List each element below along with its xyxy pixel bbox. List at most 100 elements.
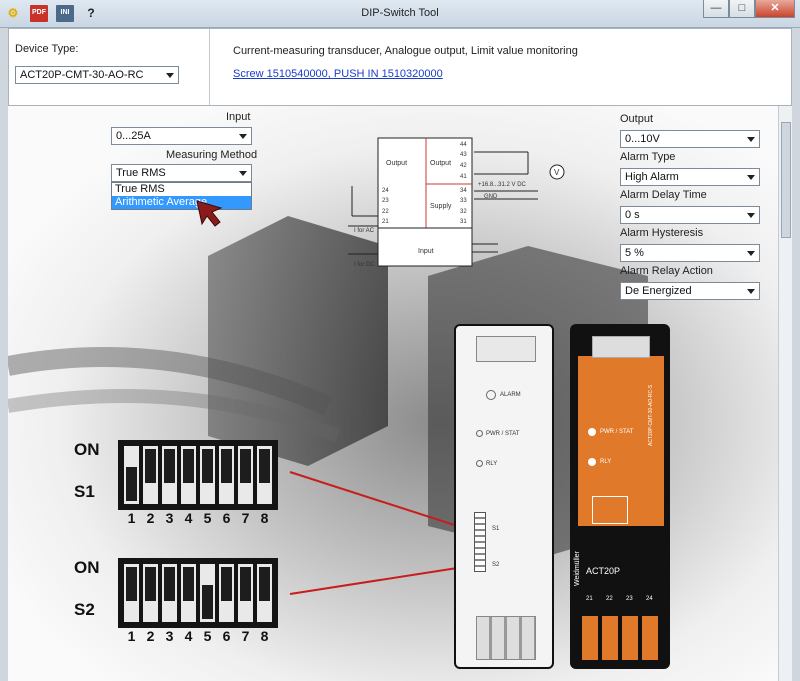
output-select[interactable]: 0...10V <box>620 130 760 148</box>
chevron-down-icon <box>747 251 755 256</box>
measuring-method-select[interactable]: True RMS <box>111 164 252 182</box>
output-value: 0...10V <box>625 133 660 145</box>
output-label: Output <box>620 113 654 125</box>
close-button[interactable]: ✕ <box>755 0 795 18</box>
s1-number: 6 <box>222 510 231 526</box>
method-option-arithmetic-average[interactable]: Arithmetic Average <box>112 196 251 209</box>
s1-number: 4 <box>184 510 193 526</box>
ini-icon[interactable]: INI <box>56 5 74 22</box>
scrollbar-thumb[interactable] <box>781 122 791 238</box>
rly-led-icon <box>476 460 483 467</box>
pin-42: 42 <box>460 163 467 169</box>
device-type-select[interactable]: ACT20P-CMT-30-AO-RC <box>15 66 179 84</box>
input-select[interactable]: 0...25A <box>111 127 252 145</box>
alarm-type-value: High Alarm <box>625 171 679 183</box>
alarm-relay-label: Alarm Relay Action <box>620 265 713 277</box>
s2-number: 6 <box>222 628 231 644</box>
s2-switch-numbers: 1 2 3 4 5 6 7 8 <box>124 628 272 644</box>
chevron-down-icon <box>747 213 755 218</box>
alarm-type-label: Alarm Type <box>620 151 676 163</box>
s2-label: S2 <box>74 600 95 619</box>
s2-number: 7 <box>241 628 250 644</box>
dip-switch-s1 <box>118 440 278 510</box>
method-option-true-rms[interactable]: True RMS <box>115 183 165 195</box>
s1-switch-1[interactable] <box>124 446 139 504</box>
pdf-icon[interactable]: PDF <box>30 5 48 22</box>
pin-32: 32 <box>460 209 467 215</box>
alarm-relay-select[interactable]: De Energized <box>620 282 760 300</box>
chevron-down-icon <box>239 171 247 176</box>
input-label: Input <box>226 111 251 123</box>
alarm-delay-select[interactable]: 0 s <box>620 206 760 224</box>
alarm-hysteresis-value: 5 % <box>625 247 644 259</box>
s1-label: S1 <box>74 482 95 501</box>
alarm-relay-value: De Energized <box>625 285 692 297</box>
s1-switch-4[interactable] <box>181 446 196 504</box>
s2-switch-7[interactable] <box>238 564 253 622</box>
pin-22: 22 <box>382 209 389 215</box>
pin-41: 41 <box>460 174 467 180</box>
cursor-arrow-icon <box>196 200 223 227</box>
input-value: 0...25A <box>116 130 151 142</box>
gnd-text: GND <box>484 194 498 200</box>
measuring-method-label: Measuring Method <box>166 149 258 161</box>
s1-switch-5[interactable] <box>200 446 215 504</box>
vertical-scrollbar[interactable] <box>778 106 792 681</box>
pin-23: 23 <box>382 198 389 204</box>
s1-number: 8 <box>260 510 269 526</box>
alarm-led-icon <box>486 390 496 400</box>
device-description: Current-measuring transducer, Analogue o… <box>233 45 578 57</box>
minimize-button[interactable]: — <box>703 0 729 18</box>
i-for-dc-text: I for DC <box>354 262 375 268</box>
chevron-down-icon <box>166 73 174 78</box>
wiring-diagram <box>348 137 565 267</box>
chevron-down-icon <box>747 289 755 294</box>
i-for-ac-text: I for AC <box>354 228 375 234</box>
maximize-button[interactable]: □ <box>729 0 755 18</box>
alarm-led-label: ALARM <box>500 392 521 398</box>
s1-switch-8[interactable] <box>257 446 272 504</box>
help-icon[interactable]: ? <box>87 6 95 20</box>
pin-31: 31 <box>460 219 467 225</box>
s2-switch-1[interactable] <box>124 564 139 622</box>
s1-number: 5 <box>203 510 212 526</box>
header-divider <box>209 29 210 105</box>
s1-number: 3 <box>165 510 174 526</box>
terminal-22: 22 <box>606 596 613 602</box>
s1-switch-2[interactable] <box>143 446 158 504</box>
s2-number: 4 <box>184 628 193 644</box>
supply-voltage-text: +16.8...31.2 V DC <box>478 182 526 188</box>
pwr-led-icon <box>588 428 596 436</box>
window-title: DIP-Switch Tool <box>361 7 439 19</box>
device-type-label: Device Type: <box>15 43 79 55</box>
terminal-23: 23 <box>626 596 633 602</box>
s2-switch-6[interactable] <box>219 564 234 622</box>
s1-switch-3[interactable] <box>162 446 177 504</box>
s2-switch-5[interactable] <box>200 564 215 622</box>
alarm-type-select[interactable]: High Alarm <box>620 168 760 186</box>
pwr-led-label: PWR / STAT <box>486 431 520 437</box>
measuring-method-value: True RMS <box>116 167 166 179</box>
diagram-supply-label: Supply <box>430 203 452 210</box>
s2-switch-4[interactable] <box>181 564 196 622</box>
device-side-view: PWR / STAT RLY ACT20P Weidmüller ACT20P-… <box>570 324 670 669</box>
voltmeter-icon: V <box>554 168 560 177</box>
s2-switch-2[interactable] <box>143 564 158 622</box>
s1-switch-6[interactable] <box>219 446 234 504</box>
alarm-delay-label: Alarm Delay Time <box>620 189 707 201</box>
s2-number: 2 <box>146 628 155 644</box>
s2-switch-8[interactable] <box>257 564 272 622</box>
symbol-icon <box>592 496 628 524</box>
s2-switch-3[interactable] <box>162 564 177 622</box>
alarm-hysteresis-select[interactable]: 5 % <box>620 244 760 262</box>
settings-icon[interactable]: ⚙ <box>7 6 19 20</box>
s1-number: 2 <box>146 510 155 526</box>
datasheet-link[interactable]: Screw 1510540000, PUSH IN 1510320000 <box>233 68 443 80</box>
device-dip-switch <box>474 512 486 572</box>
diagram-output-right-label: Output <box>430 160 452 167</box>
s2-on-label: ON <box>74 558 100 577</box>
rly-led-label: RLY <box>486 461 498 467</box>
s1-switch-7[interactable] <box>238 446 253 504</box>
s2-number: 5 <box>203 628 212 644</box>
connector-lines <box>289 471 471 595</box>
